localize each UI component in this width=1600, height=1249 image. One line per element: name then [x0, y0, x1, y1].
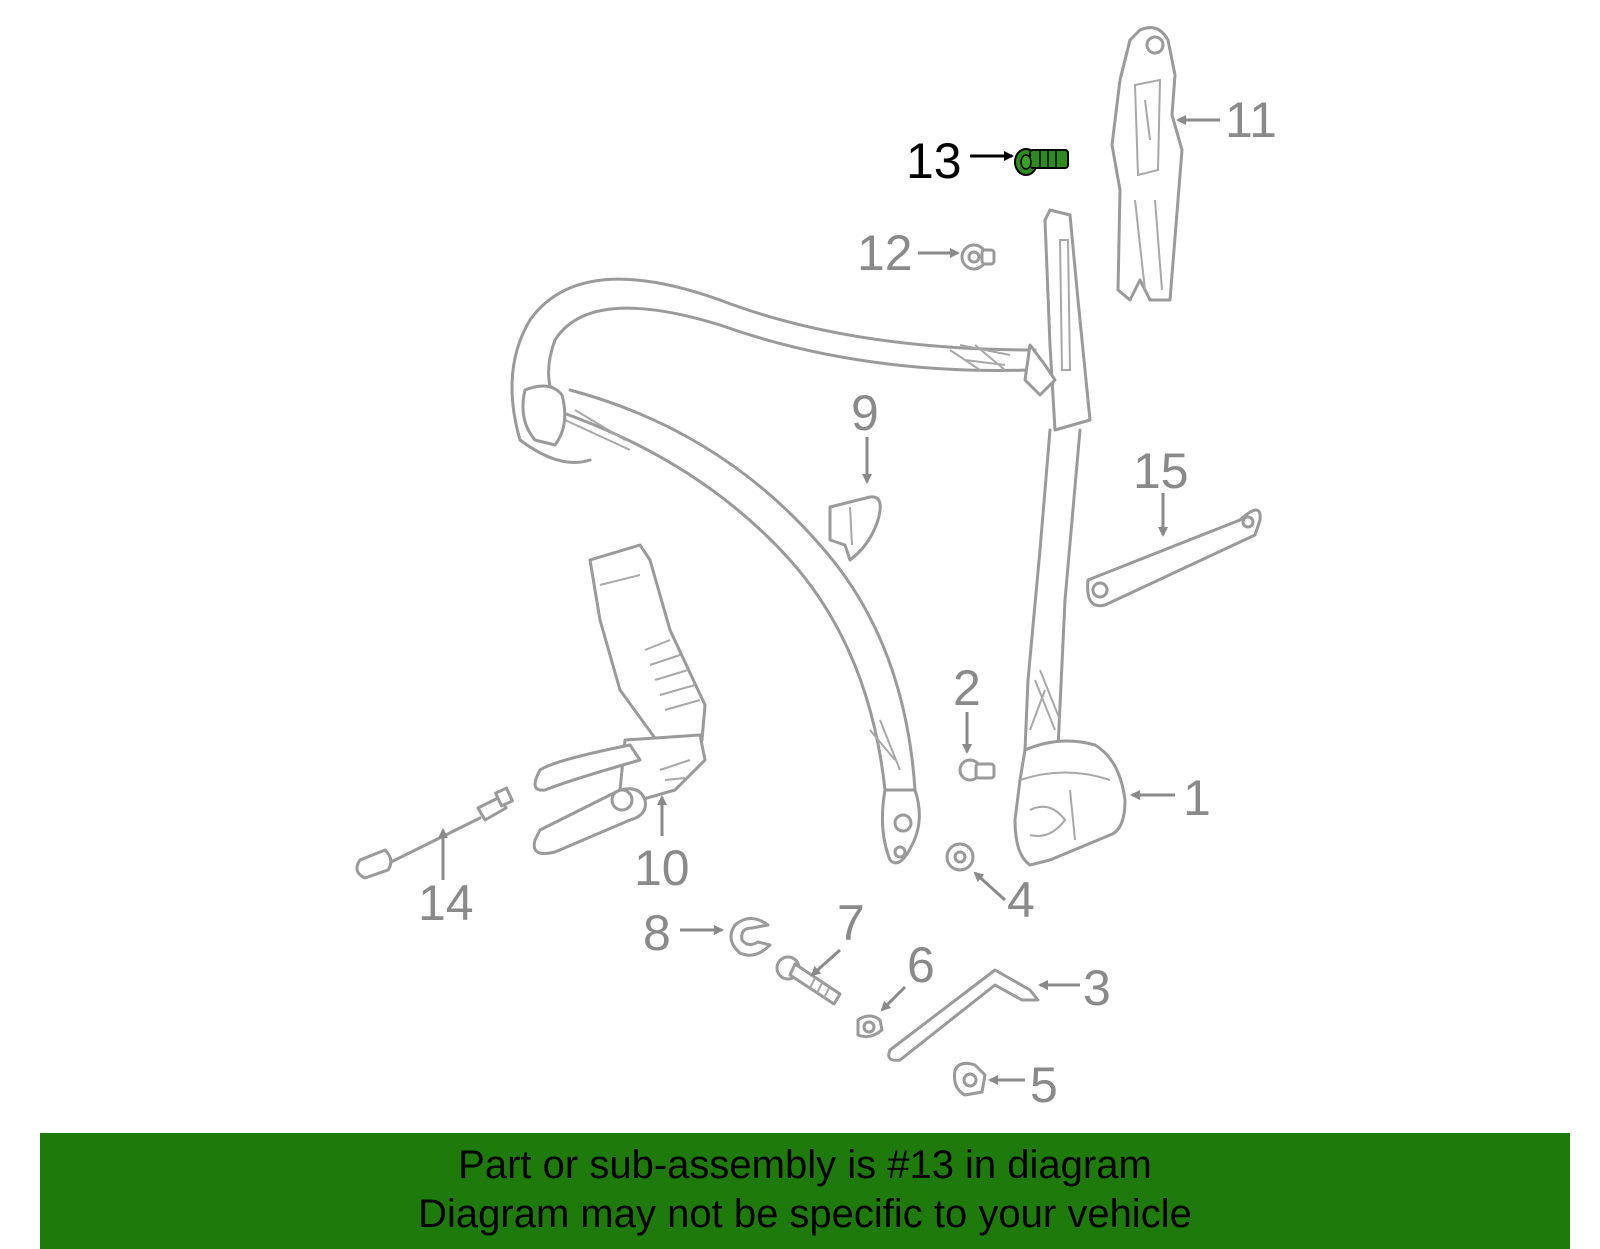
spacer-part-6: [856, 1014, 884, 1039]
height-adjuster-part-11: [1110, 26, 1184, 302]
cable-part-14: [355, 786, 514, 880]
callout-9: 9: [851, 385, 879, 441]
callout-5: 5: [1030, 1057, 1058, 1113]
callout-11: 11: [1225, 92, 1277, 148]
callout-6: 6: [907, 937, 935, 993]
anchor-plate-part-15: [1086, 508, 1262, 608]
callout-12: 12: [857, 225, 913, 281]
clip-part-8: [729, 917, 772, 957]
anchor-bar-part-3: [887, 968, 1040, 1062]
buckle-part-10: [532, 543, 707, 855]
callout-3: 3: [1083, 960, 1111, 1016]
callout-arrows: [438, 115, 1220, 1085]
callout-2: 2: [953, 660, 981, 716]
nut-part-12: [960, 243, 996, 271]
retractor-part-1: [1013, 739, 1127, 867]
callout-13-highlighted: 13: [906, 133, 962, 189]
banner-line-2: Diagram may not be specific to your vehi…: [418, 1192, 1192, 1236]
guide-part-9: [828, 495, 882, 562]
bolt-part-2: [958, 758, 996, 782]
callout-15: 15: [1133, 443, 1189, 499]
callout-14: 14: [418, 875, 474, 931]
callout-1: 1: [1183, 770, 1211, 826]
callout-7: 7: [837, 895, 865, 951]
bolt-part-7: [775, 955, 842, 1006]
bushing-part-5: [953, 1061, 987, 1097]
washer-part-4: [945, 842, 975, 872]
bolt-part-13-highlighted: [1014, 148, 1069, 176]
info-banner: Part or sub-assembly is #13 in diagram D…: [40, 1133, 1570, 1249]
callout-10: 10: [634, 840, 690, 896]
belt-webbing: [510, 208, 1092, 865]
callout-4: 4: [1007, 872, 1035, 928]
banner-line-1: Part or sub-assembly is #13 in diagram: [458, 1143, 1152, 1187]
callout-8: 8: [643, 905, 671, 961]
